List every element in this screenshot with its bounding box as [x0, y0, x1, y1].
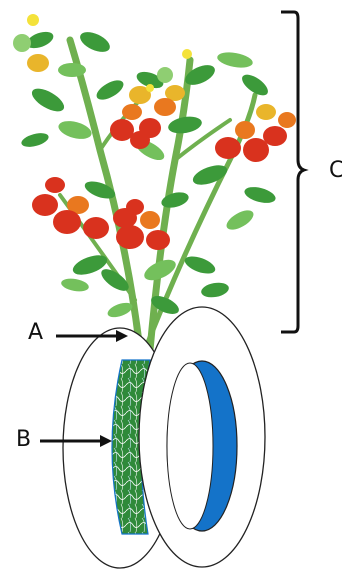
- pot: [63, 307, 265, 568]
- plant-leaves: [20, 28, 277, 320]
- tomatoes: [13, 34, 296, 250]
- label-a: A: [28, 322, 43, 344]
- arrow-a: [56, 330, 128, 342]
- label-c: C: [329, 160, 342, 182]
- label-b: B: [16, 429, 31, 451]
- bracket-c: [281, 12, 304, 332]
